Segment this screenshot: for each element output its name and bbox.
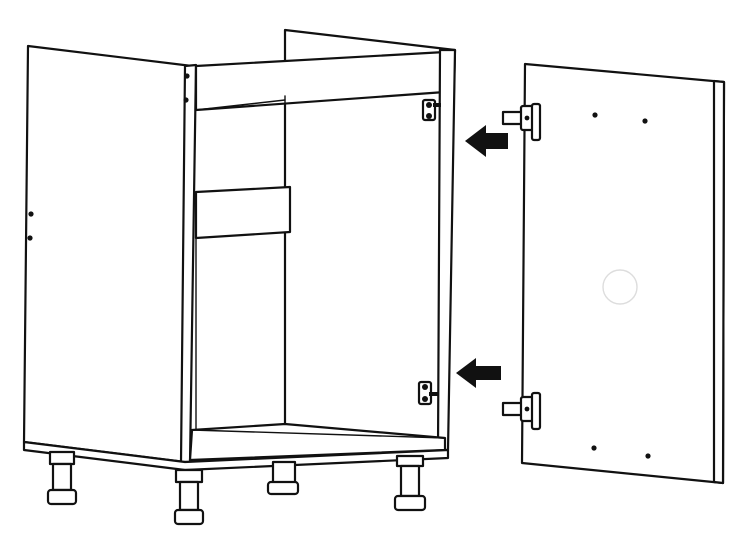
screw-hole [642, 118, 648, 124]
screw-hole [645, 453, 651, 459]
drill-hole [27, 235, 33, 241]
hinge-mounting-plate [417, 380, 438, 406]
handle-hole [602, 269, 638, 305]
door-hinge [501, 102, 542, 142]
door-hinge [501, 391, 542, 431]
hinge-mounting-plate [421, 98, 441, 122]
arrow-left-icon [456, 358, 501, 388]
adjustable-leg [393, 454, 427, 512]
screw-hole [592, 112, 598, 118]
cabinet-interior [188, 48, 457, 462]
drill-hole [184, 73, 190, 79]
arrow-left-icon [465, 125, 508, 157]
drill-hole [28, 211, 34, 217]
cabinet-left-side-panel [22, 44, 198, 464]
adjustable-leg [173, 468, 205, 526]
door-panel [520, 62, 726, 485]
cabinet-base [22, 440, 450, 472]
drill-hole [183, 97, 189, 103]
screw-hole [591, 445, 597, 451]
adjustable-leg [46, 450, 78, 506]
adjustable-leg [266, 460, 300, 496]
